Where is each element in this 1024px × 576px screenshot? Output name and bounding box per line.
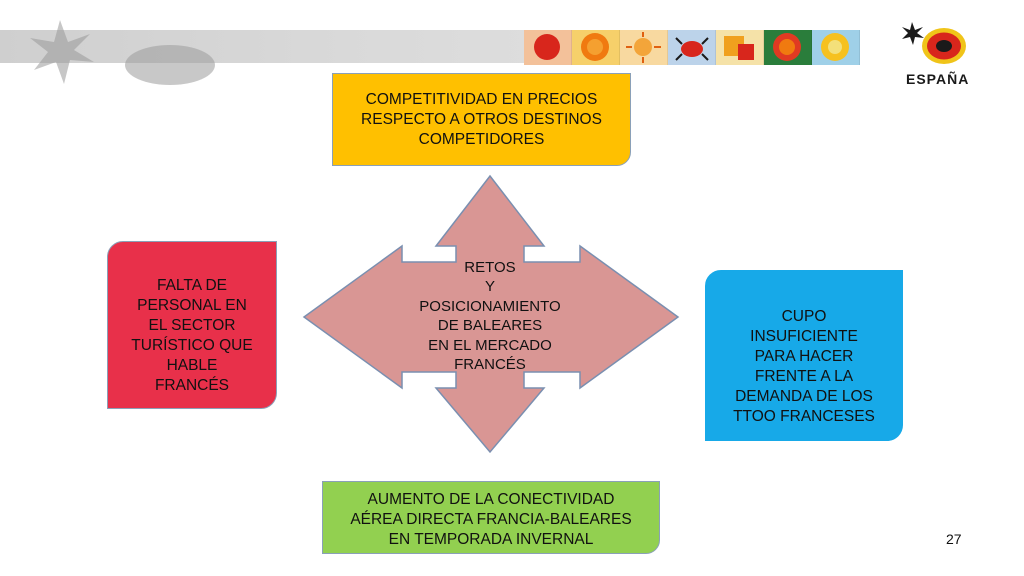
four-way-arrow-shape bbox=[302, 174, 680, 454]
challenge-price-competitiveness: COMPETITIVIDAD EN PRECIOS RESPECTO A OTR… bbox=[332, 73, 631, 166]
sun-tile-icon bbox=[572, 30, 620, 65]
sun-tile-icon bbox=[524, 30, 572, 65]
bug-tile-icon bbox=[668, 30, 716, 65]
page-number: 27 bbox=[946, 531, 962, 547]
central-theme-label: RETOS Y POSICIONAMIENTO DE BALEARES EN E… bbox=[419, 258, 561, 374]
svg-text:ESPAÑA: ESPAÑA bbox=[906, 70, 969, 87]
challenge-french-speaking-staff: FALTA DE PERSONAL EN EL SECTOR TURÍSTICO… bbox=[107, 241, 277, 409]
espana-logo: ESPAÑA bbox=[902, 22, 969, 87]
square-tile-icon bbox=[716, 30, 764, 65]
challenge-air-connectivity: AUMENTO DE LA CONECTIVIDAD AÉREA DIRECTA… bbox=[322, 481, 660, 554]
challenge-insufficient-quota: CUPO INSUFICIENTE PARA HACER FRENTE A LA… bbox=[705, 270, 903, 441]
sun-tile-icon bbox=[764, 30, 812, 65]
sun-tile-icon bbox=[620, 30, 668, 65]
header-image-strip bbox=[524, 30, 860, 65]
decorative-star-icon bbox=[30, 20, 215, 85]
sun-tile-icon bbox=[812, 30, 860, 65]
